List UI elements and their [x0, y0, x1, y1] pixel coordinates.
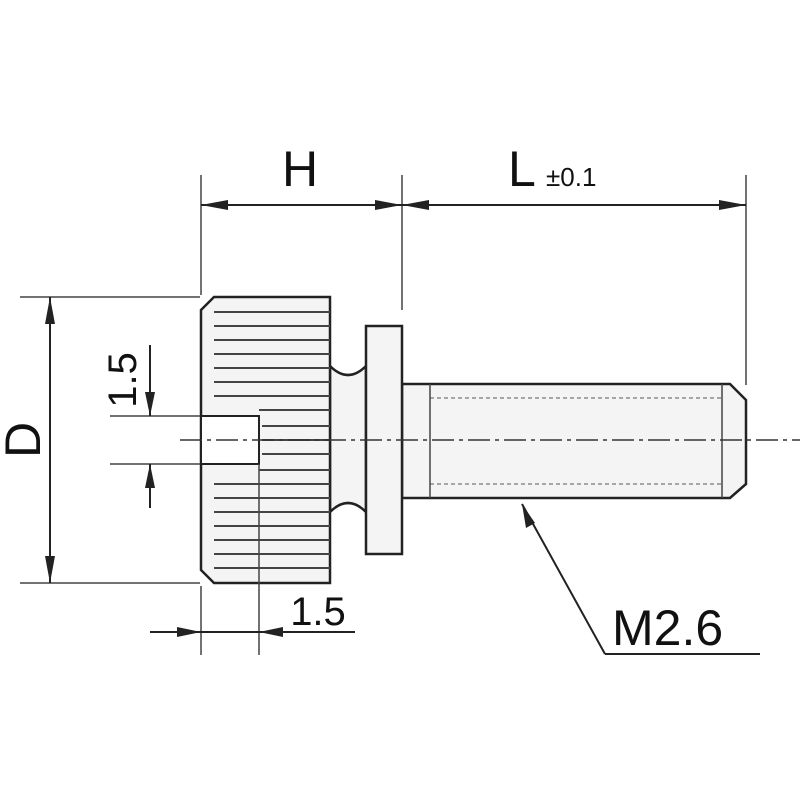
dimension-h: H — [200, 141, 403, 310]
arrowhead-d-bottom — [45, 556, 55, 583]
screw-neck — [328, 362, 368, 516]
arrowhead-slot-depth-left — [177, 627, 201, 637]
arrowhead-slot-bottom — [145, 464, 155, 488]
arrowhead-h-right — [375, 200, 402, 210]
label-thread: M2.6 — [612, 600, 723, 656]
label-slot-width: 1.5 — [101, 352, 145, 408]
screw-shank — [400, 382, 748, 500]
label-l: L — [508, 141, 536, 197]
arrowhead-l-right — [719, 200, 746, 210]
dimension-slot-width-vertical: 1.5 — [101, 345, 200, 508]
arrowhead-thread — [522, 504, 535, 528]
arrowhead-h-left — [201, 200, 228, 210]
label-l-tolerance: ±0.1 — [546, 162, 596, 192]
label-slot-depth: 1.5 — [290, 590, 346, 634]
arrowhead-slot-top — [145, 392, 155, 416]
dimension-d: D — [0, 296, 200, 584]
arrowhead-d-top — [45, 297, 55, 324]
dimension-l: L ±0.1 — [402, 141, 747, 385]
label-h: H — [282, 141, 318, 197]
arrowhead-slot-depth-right — [259, 627, 283, 637]
leader-line-thread — [521, 503, 606, 655]
knurl-pattern — [214, 311, 330, 569]
dimension-slot-depth-horizontal: 1.5 — [150, 464, 355, 655]
label-d: D — [0, 422, 51, 458]
arrowhead-l-left — [402, 200, 429, 210]
thread-callout: M2.6 — [521, 503, 760, 656]
